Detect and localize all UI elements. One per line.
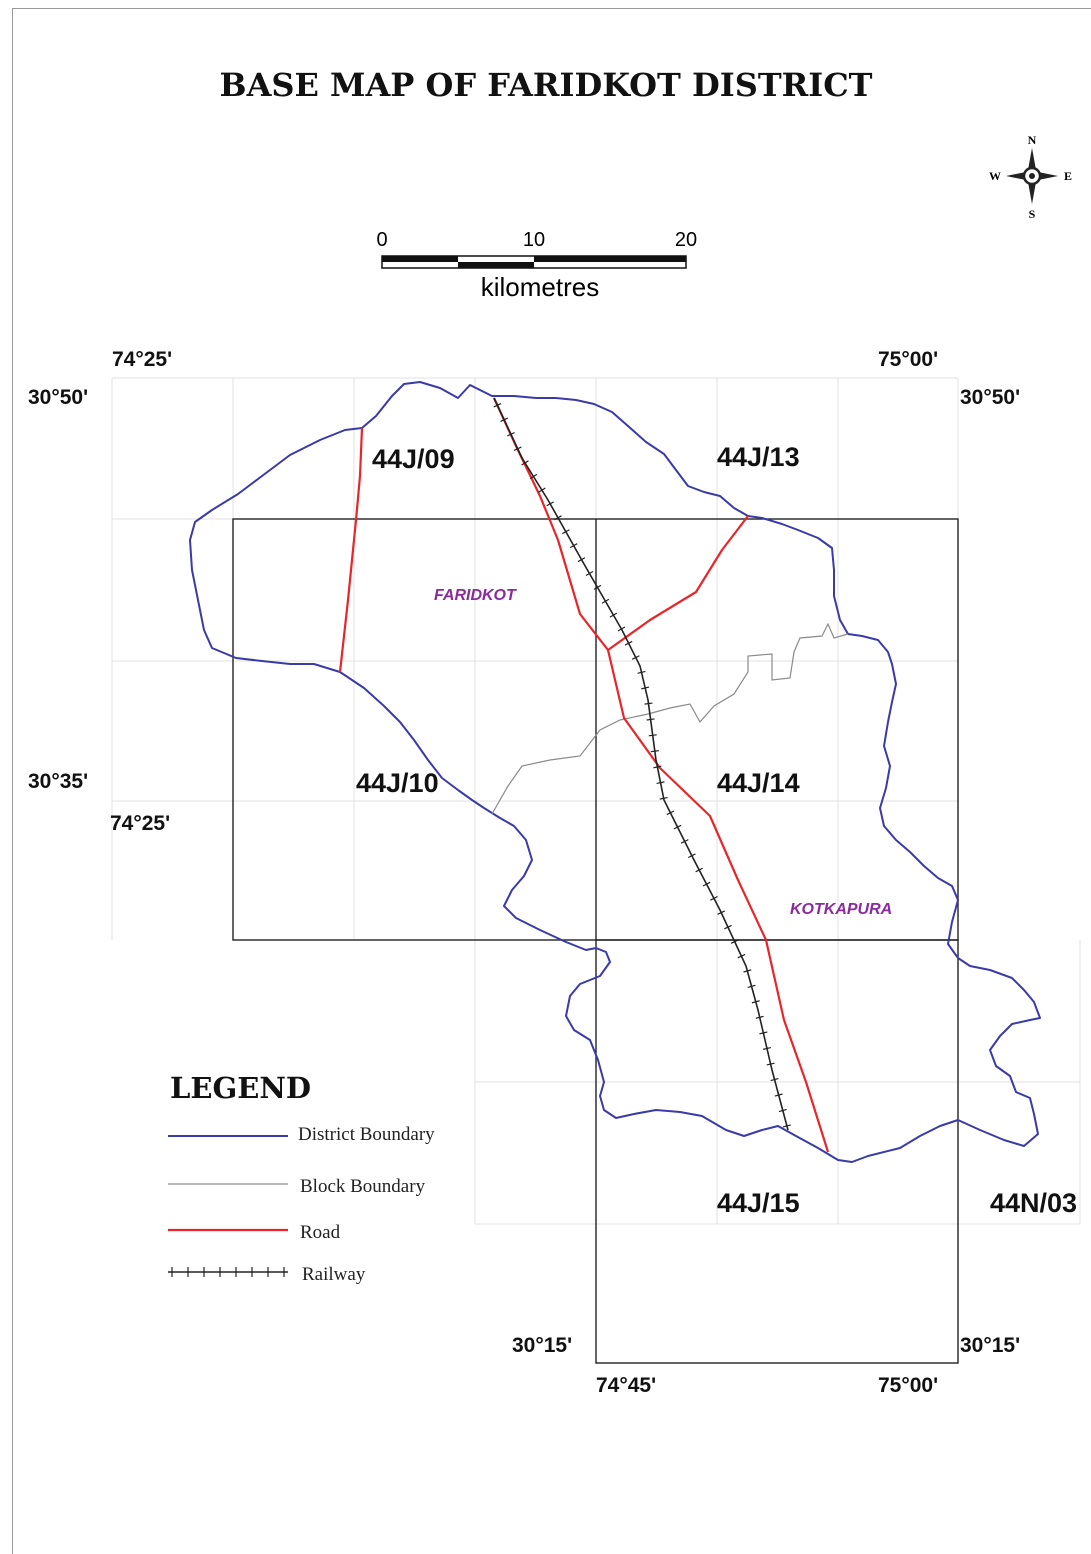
lon-mid-left: 74°25'	[110, 812, 170, 835]
railway-tick	[569, 543, 578, 549]
railway-tick	[782, 1124, 791, 1128]
railway-tick	[500, 417, 509, 422]
place-label-kotkapura: KOTKAPURA	[790, 901, 892, 918]
railway-tick	[724, 924, 732, 930]
legend-label-block: Block Boundary	[300, 1176, 426, 1197]
railway-tick	[513, 446, 522, 451]
railway-tick	[751, 1000, 760, 1004]
map-frame	[12, 8, 1091, 1554]
lon-bottom-left: 74°45'	[596, 1374, 656, 1397]
west-label: W	[989, 169, 1001, 183]
scale-bar: 0 10 20 kilometres	[376, 229, 697, 302]
roads	[338, 397, 830, 1153]
sheet-label-44j13: 44J/13	[717, 442, 800, 472]
railway	[493, 397, 791, 1131]
railway-tick	[493, 403, 502, 408]
railway-tick	[747, 984, 756, 989]
east-label: E	[1064, 169, 1072, 183]
scale-tick-0: 0	[376, 229, 387, 251]
railway-tick	[770, 1077, 779, 1082]
railway-tick	[673, 824, 682, 830]
railway-tick	[702, 881, 711, 887]
legend-heading: LEGEND	[170, 1071, 311, 1105]
railway-tick	[695, 867, 704, 873]
railway-tick	[624, 640, 633, 646]
railway-tick	[631, 655, 640, 660]
railway-tick	[680, 839, 689, 844]
railway-tick	[743, 969, 752, 973]
block-boundary	[491, 622, 849, 815]
lon-bottom-right: 75°00'	[878, 1374, 938, 1397]
railway-tick	[562, 529, 570, 535]
sheet-boundaries	[232, 518, 959, 1364]
railway-tick	[521, 460, 529, 466]
railway-tick	[659, 796, 668, 800]
railway-tick	[778, 1108, 787, 1113]
railway-tick	[666, 810, 675, 816]
railway-tick	[585, 570, 594, 577]
railway-tick	[538, 487, 546, 493]
legend-label-road: Road	[300, 1222, 341, 1243]
railway-tick	[650, 750, 659, 753]
map-title: BASE MAP OF FARIDKOT DISTRICT	[220, 66, 873, 104]
railway-tick	[646, 718, 655, 721]
sheet-label-44j14: 44J/14	[717, 768, 800, 798]
railway-tick	[593, 584, 602, 590]
north-label: N	[1028, 133, 1037, 147]
south-label: S	[1029, 207, 1036, 221]
lat-top-right: 30°50'	[960, 386, 1020, 409]
railway-tick	[717, 910, 726, 915]
compass-rose-icon: N S E W	[989, 133, 1072, 221]
railway-tick	[710, 895, 718, 901]
railway-tick	[644, 702, 653, 705]
lat-bottom-left: 30°15'	[512, 1334, 572, 1357]
railway-tick	[609, 612, 618, 618]
lon-top-right: 75°00'	[878, 348, 938, 371]
sheet-label-44j15: 44J/15	[717, 1188, 800, 1218]
railway-tick	[554, 515, 562, 521]
district-boundary	[189, 381, 1041, 1163]
sheet-label-44j10: 44J/10	[356, 768, 439, 798]
legend: LEGEND District Boundary Block Boundary …	[168, 1071, 435, 1285]
scale-tick-20: 20	[675, 229, 697, 251]
railway-tick	[529, 473, 538, 480]
railway-tick	[688, 853, 696, 859]
lat-bottom-right: 30°15'	[960, 1334, 1020, 1357]
railway-tick	[653, 765, 662, 769]
lat-mid-left: 30°35'	[28, 770, 88, 793]
railway-tick	[601, 598, 610, 604]
scale-tick-10: 10	[523, 229, 545, 251]
legend-swatch-railway	[168, 1267, 288, 1277]
railway-tick	[546, 501, 554, 507]
railway-tick	[737, 953, 746, 959]
railway-tick	[656, 781, 665, 785]
railway-tick	[507, 432, 515, 437]
place-label-faridkot: FARIDKOT	[434, 587, 517, 604]
railway-tick	[637, 670, 646, 674]
scale-unit: kilometres	[481, 272, 599, 302]
railway-tick	[766, 1062, 775, 1066]
legend-label-railway: Railway	[302, 1264, 366, 1285]
railway-tick	[641, 686, 650, 690]
railway-tick	[730, 939, 739, 944]
railway-tick	[774, 1093, 783, 1097]
lat-top-left: 30°50'	[28, 386, 88, 409]
sheet-label-44n03: 44N/03	[990, 1188, 1077, 1218]
railway-tick	[617, 626, 626, 632]
legend-label-district: District Boundary	[298, 1124, 435, 1145]
railway-tick	[648, 734, 657, 737]
railway-tick	[755, 1015, 764, 1019]
railway-tick	[762, 1046, 772, 1050]
railway-tick	[577, 557, 586, 563]
sheet-label-44j09: 44J/09	[372, 444, 455, 474]
railway-tick	[759, 1031, 768, 1035]
lon-top-left: 74°25'	[112, 348, 172, 371]
